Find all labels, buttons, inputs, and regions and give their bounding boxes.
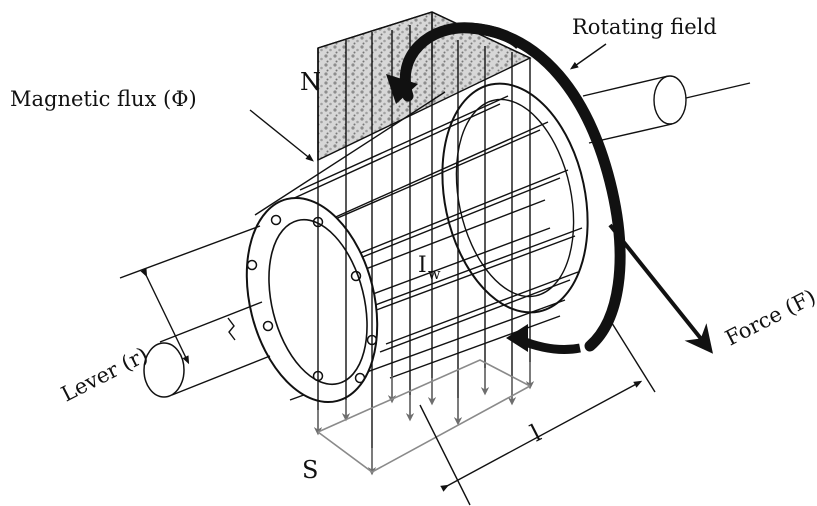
north-pole-label: N	[300, 68, 321, 96]
front-end-ring	[245, 196, 379, 404]
current-subscript: w	[428, 265, 441, 283]
shaft-right	[582, 75, 751, 144]
force-label: Force (F)	[721, 285, 817, 351]
magnetic-flux-pointer	[249, 109, 314, 162]
south-pole-label: S	[302, 456, 318, 484]
current-symbol: I	[418, 253, 427, 278]
length-label: l	[526, 419, 546, 447]
lever-dimension	[140, 268, 190, 365]
shaft-left	[119, 225, 271, 398]
force-arrow	[608, 223, 713, 354]
rotating-field-arrow	[386, 22, 626, 355]
magnetic-flux-label: Magnetic flux (Φ)	[10, 87, 197, 111]
length-dimension	[419, 319, 656, 506]
lever-label: Lever (r)	[57, 342, 151, 406]
rotating-field-label: Rotating field	[572, 15, 717, 39]
current-label: Iw	[418, 253, 441, 283]
rotating-field-pointer	[569, 43, 607, 70]
